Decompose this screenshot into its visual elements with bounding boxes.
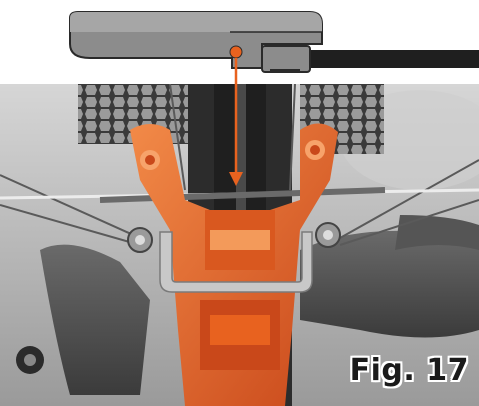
orange-latch xyxy=(130,123,338,406)
u-bracket xyxy=(159,231,313,293)
cocking-device-icon xyxy=(69,11,479,73)
pulley-left xyxy=(127,227,153,253)
arrow-down-icon xyxy=(229,58,243,186)
left-limb xyxy=(40,244,150,395)
right-limb xyxy=(300,230,479,338)
bow-string-diagram xyxy=(262,50,479,68)
pulley-right xyxy=(315,222,341,248)
string-serving xyxy=(99,187,386,203)
figure-label: Fig. 17 xyxy=(349,353,469,388)
cables xyxy=(0,83,479,246)
